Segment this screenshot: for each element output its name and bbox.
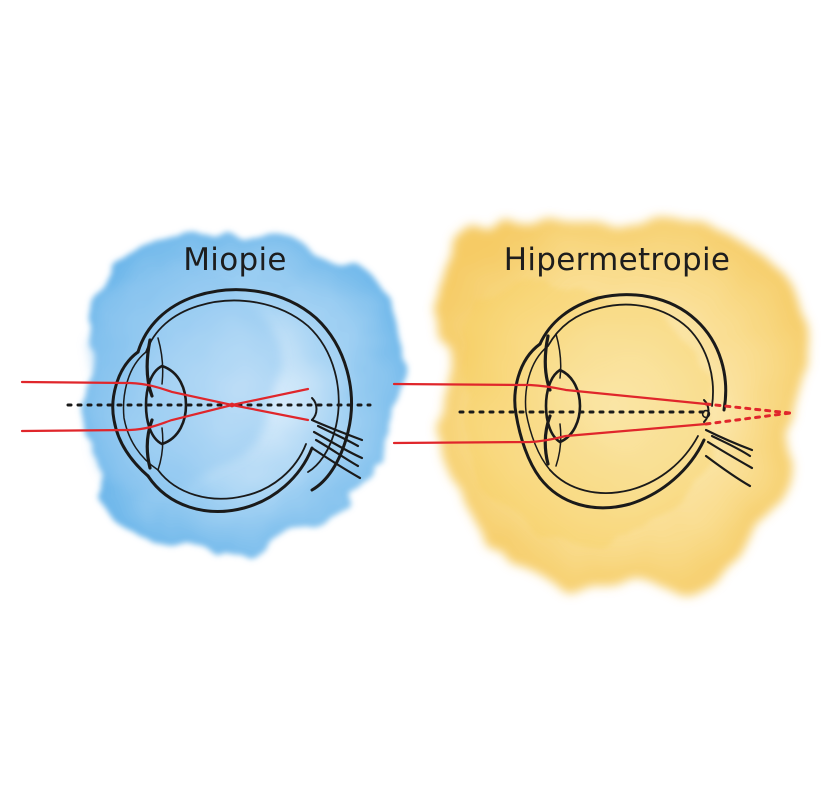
- myopia-watercolor-wash: [83, 234, 404, 555]
- hyperopia-virtual-rays: [704, 402, 792, 426]
- hyperopia-sclera-inner: [547, 303, 714, 494]
- hyperopia-light-rays: [392, 382, 708, 445]
- myopia-panel: [20, 234, 404, 555]
- myopia-lens: [144, 364, 188, 446]
- myopia-title: Miopie: [183, 242, 287, 278]
- myopia-iris: [145, 338, 154, 470]
- hyperopia-sclera-outer: [538, 293, 728, 510]
- hyperopia-watercolor-wash: [440, 217, 805, 593]
- hyperopia-virtual-ray-bottom: [704, 411, 792, 426]
- myopia-cornea: [111, 350, 150, 478]
- hyperopia-optic-nerve: [704, 428, 754, 488]
- myopia-sclera-outer: [136, 288, 353, 513]
- hyperopia-retina-point: [701, 409, 711, 419]
- myopia-optic-nerve: [310, 418, 364, 480]
- hyperopia-cornea: [513, 342, 542, 480]
- hyperopia-panel: [392, 217, 805, 593]
- hyperopia-title: Hipermetropie: [503, 242, 731, 278]
- myopia-focal-point: [229, 402, 235, 408]
- myopia-sclera-inner: [145, 299, 340, 500]
- hyperopia-ray-bottom: [392, 422, 708, 445]
- myopia-ray-top: [20, 380, 310, 407]
- myopia-light-rays: [20, 380, 310, 433]
- hyperopia-ray-top: [392, 382, 708, 406]
- myopia-eye: [111, 288, 364, 513]
- hyperopia-eye: [513, 293, 754, 510]
- hyperopia-lens: [544, 368, 582, 444]
- hyperopia-virtual-ray-top: [704, 402, 792, 415]
- myopia-ray-bottom: [20, 403, 310, 433]
